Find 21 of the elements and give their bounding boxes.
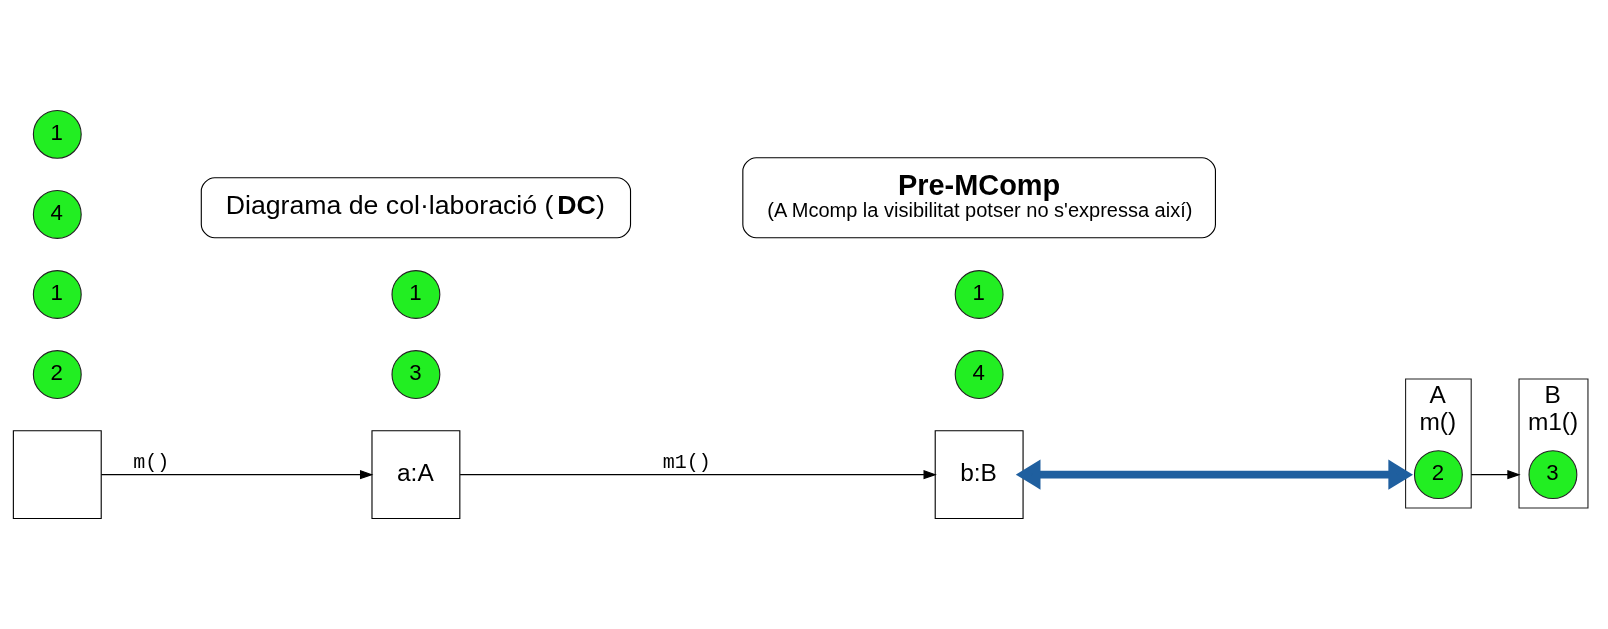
- node-circle: 3: [391, 350, 441, 399]
- node-box: [12, 430, 102, 520]
- node-box: Pre-MComp (A Mcomp la visibilitat potser no s'expressa així): [742, 157, 1216, 239]
- node-circle: 1: [954, 270, 1004, 319]
- arrow: [459, 469, 937, 480]
- node-circle: 1: [32, 109, 82, 159]
- node-circle: 1: [32, 270, 82, 319]
- node-circle: 1: [391, 270, 441, 319]
- node-circle: 2: [32, 350, 82, 399]
- node-circle: 2: [1413, 450, 1463, 500]
- node-box: b:B: [934, 430, 1024, 520]
- node-circle: 4: [954, 350, 1004, 399]
- arrow: [1470, 469, 1521, 480]
- arrow: [100, 469, 374, 480]
- node-circle: 3: [1528, 450, 1578, 500]
- edge-label: m1(): [662, 451, 711, 475]
- node-box: Diagrama de col·laboració (DC): [200, 177, 632, 239]
- node-box: a:A: [371, 430, 461, 520]
- node-circle: 4: [32, 189, 82, 239]
- arrow: [1015, 459, 1414, 490]
- edge-label: m(): [133, 451, 170, 475]
